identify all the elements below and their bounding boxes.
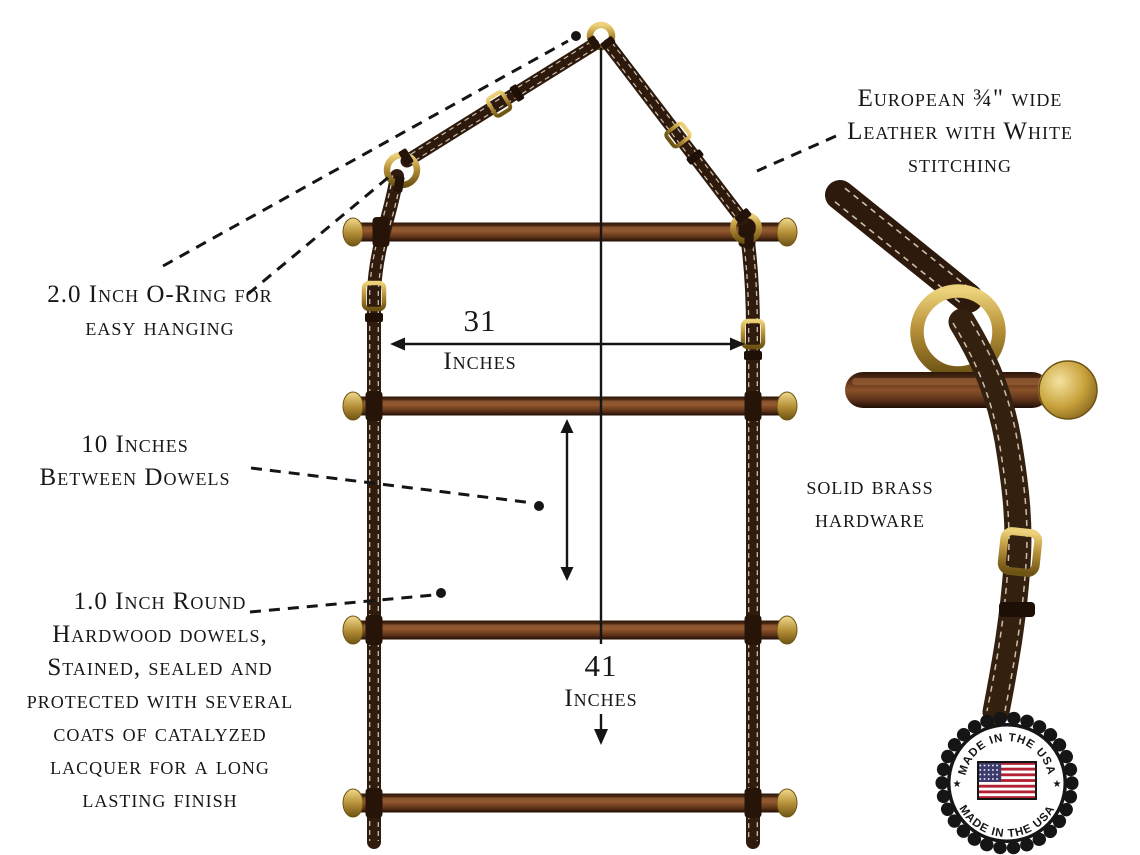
gap-annotation: 10 Inches Between Dowels <box>39 431 231 491</box>
gap-arrow <box>560 419 574 581</box>
leader-to-leather <box>756 134 837 173</box>
closeup-strap <box>948 308 1032 726</box>
dowel-4 <box>342 788 798 818</box>
oring-annotation: 2.0 Inch O-Ring for easy hanging <box>47 281 273 341</box>
apex-dot <box>571 31 581 41</box>
width-value: 31 <box>463 303 497 338</box>
left-o-ring <box>383 148 421 193</box>
height-value: 41 <box>584 648 618 683</box>
buckle-icon <box>664 121 692 149</box>
leader-to-oring <box>247 174 391 296</box>
height-line <box>594 48 608 745</box>
dowel-annotation: 1.0 Inch Round Hardwood dowels, Stained,… <box>26 588 294 813</box>
height-unit: Inches <box>564 685 638 712</box>
right-hanging-strap <box>602 38 749 226</box>
left-hanging-strap <box>400 38 600 168</box>
leader-to-apex <box>162 39 569 268</box>
right-vertical-strap <box>738 213 760 849</box>
brass-annotation: solid brass hardware <box>806 473 934 533</box>
brass-hardware-closeup <box>825 180 1098 726</box>
badge-star-left-icon: ★ <box>953 779 962 790</box>
left-vertical-strap <box>367 169 404 849</box>
usa-badge: MADE IN THE USA MADE IN THE USA ★ ★ <box>935 711 1079 855</box>
closeup-dowel <box>845 372 1050 408</box>
right-strap-buckle <box>740 318 766 360</box>
left-strap-buckle <box>361 280 387 322</box>
closeup-brass-flange <box>1038 360 1098 420</box>
leader-dots <box>436 31 581 598</box>
width-arrow <box>390 337 745 351</box>
closeup-keeper <box>999 602 1035 617</box>
badge-star-right-icon: ★ <box>1053 779 1062 790</box>
right-o-ring <box>730 208 762 250</box>
dowel-3 <box>342 615 798 645</box>
leader-to-gap <box>250 466 534 505</box>
usa-flag-icon <box>977 761 1037 800</box>
dowel-2 <box>342 391 798 421</box>
strap-dowel-wraps <box>365 217 762 818</box>
dowel-1 <box>342 217 798 247</box>
buckle-icon <box>485 90 513 118</box>
width-unit: Inches <box>443 348 517 375</box>
gap-dot <box>534 501 544 511</box>
leader-lines <box>162 39 837 614</box>
dowel-dot <box>436 588 446 598</box>
leader-to-dowel <box>249 593 435 614</box>
leather-annotation: European ¾" wide Leather with White stit… <box>847 85 1073 178</box>
badge-scallop-edge <box>935 711 1079 855</box>
apex-o-ring <box>586 21 616 51</box>
closeup-buckle <box>997 527 1043 577</box>
